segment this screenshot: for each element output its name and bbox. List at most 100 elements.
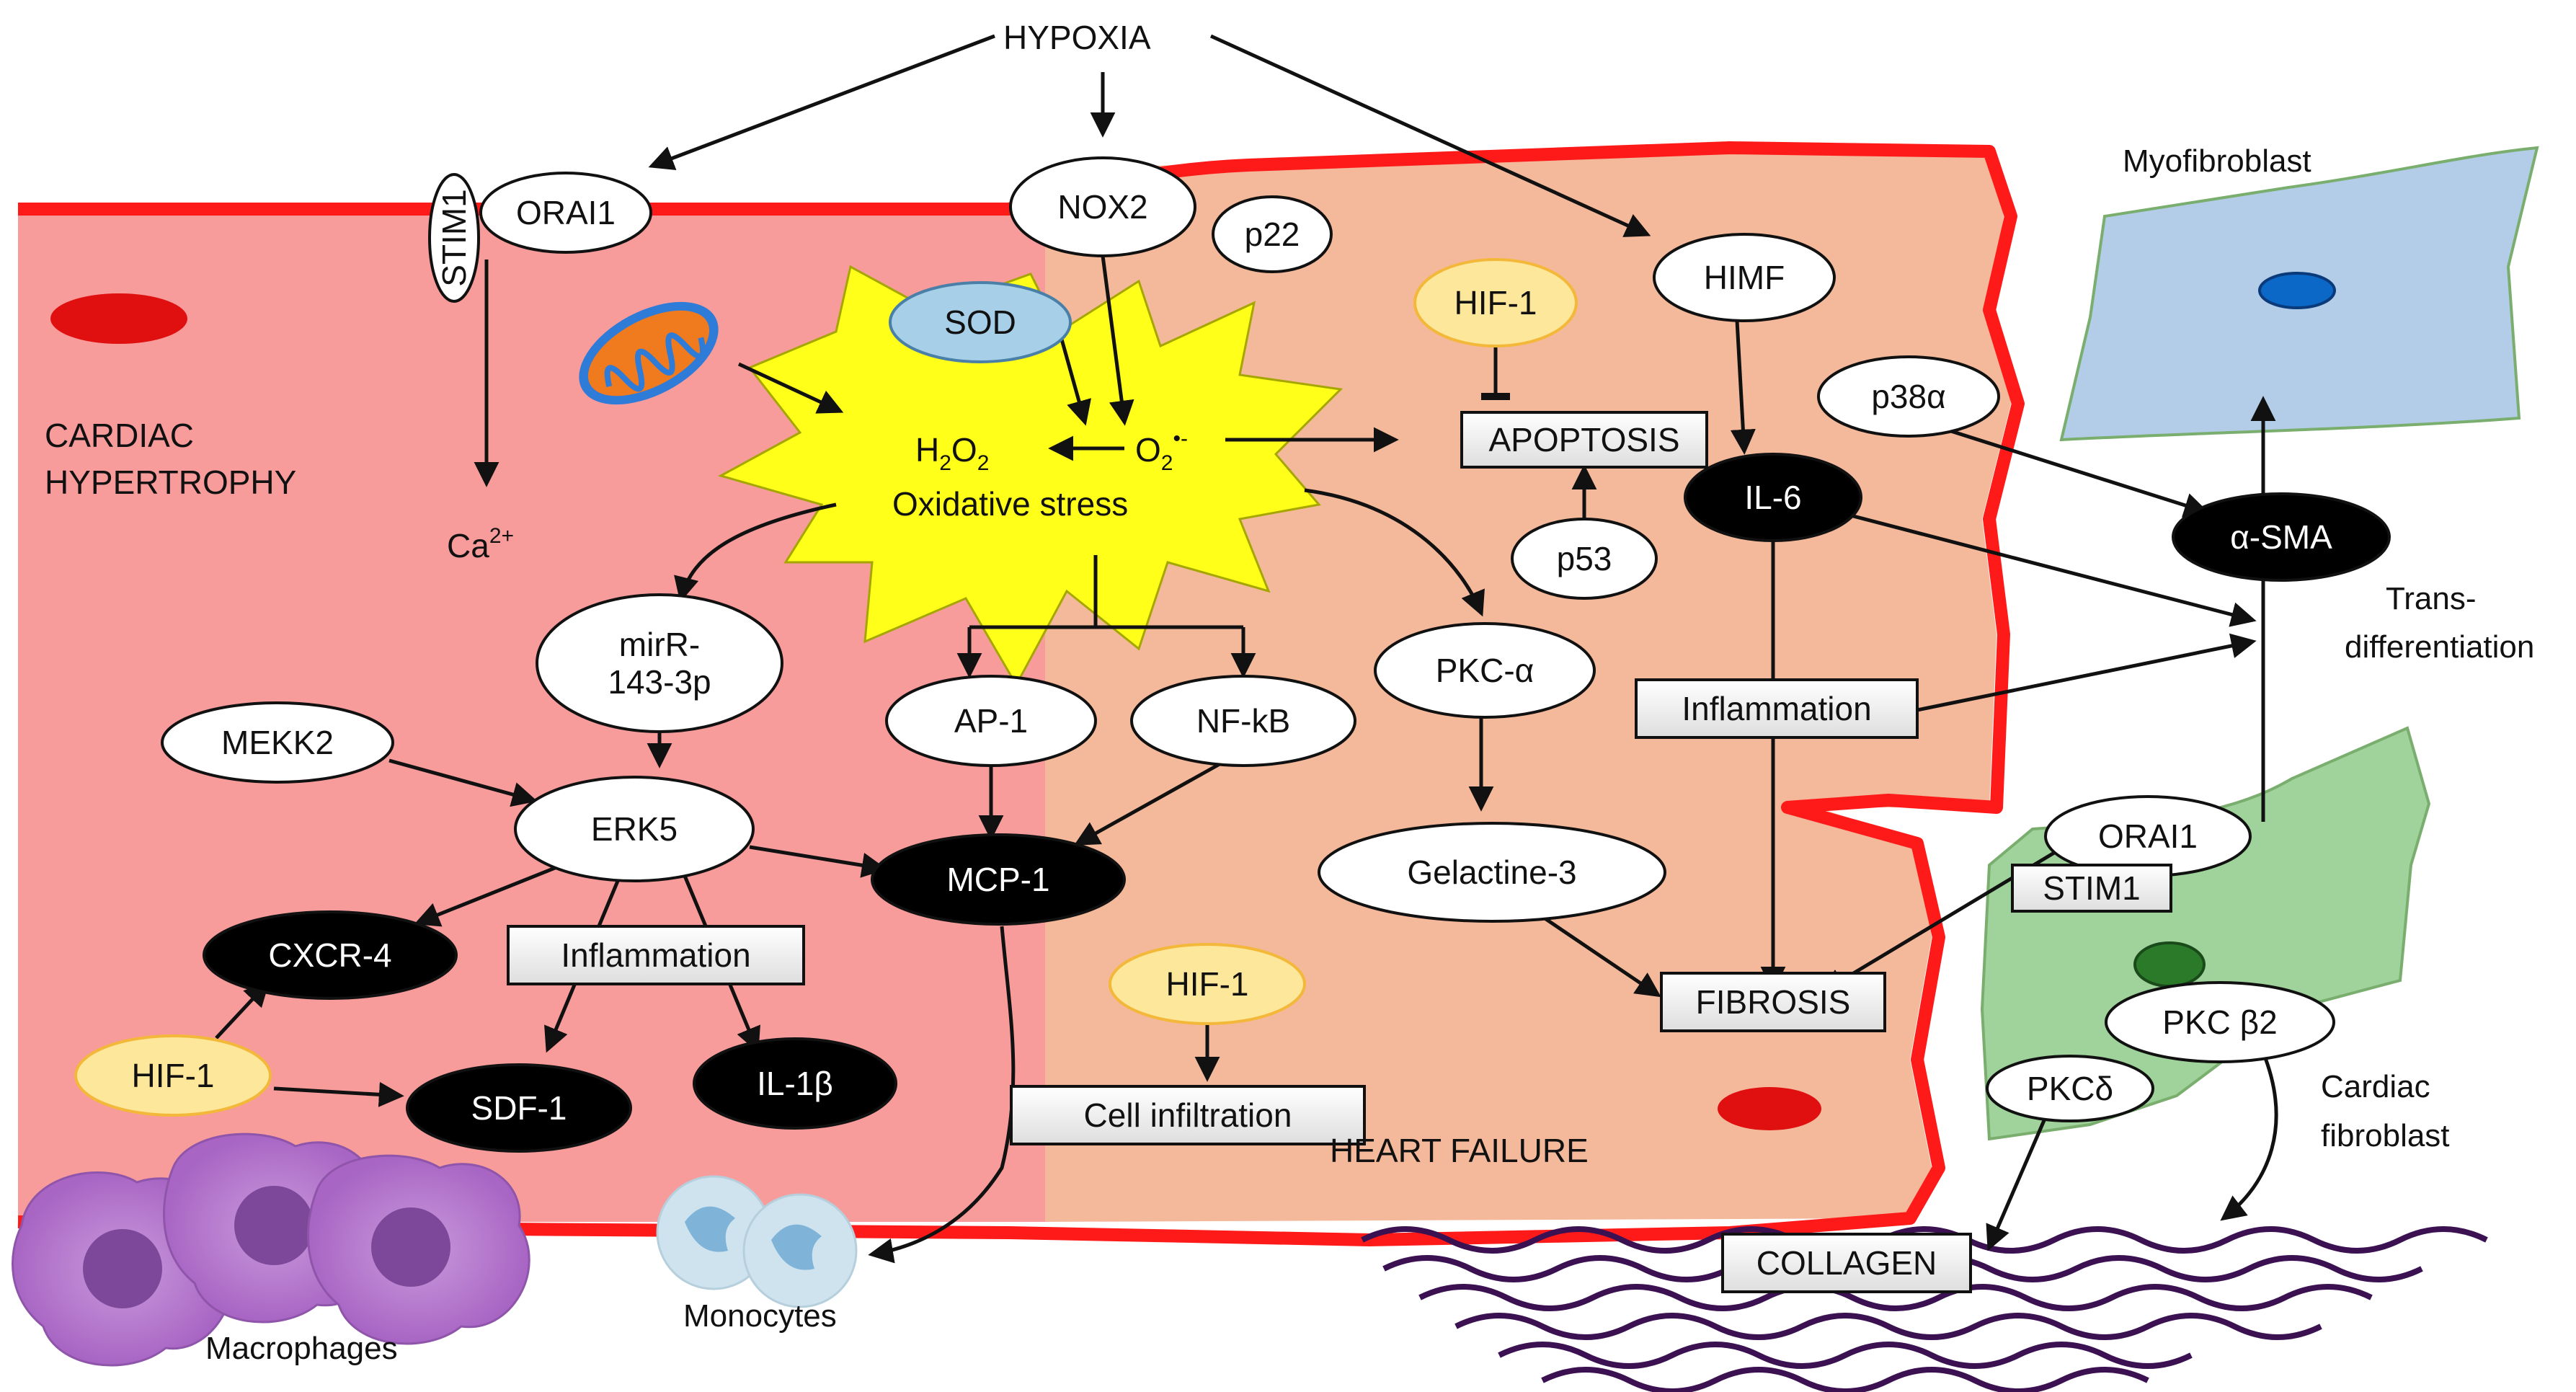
- node-il1b-label: IL-1β: [757, 1065, 833, 1102]
- node-sod: SOD: [889, 281, 1072, 363]
- node-himf-label: HIMF: [1704, 259, 1785, 296]
- svg-text:Ca2+: Ca2+: [447, 524, 514, 564]
- node-mekk2: MEKK2: [161, 701, 394, 784]
- node-orai1-left-label: ORAI1: [516, 194, 616, 231]
- node-cell-infiltration: Cell infiltration: [1010, 1085, 1366, 1145]
- arrow-nox2-superoxide: [1101, 255, 1134, 426]
- node-mcp1: MCP-1: [871, 833, 1126, 926]
- node-apoptosis: APOPTOSIS: [1460, 411, 1708, 469]
- node-sdf1: SDF-1: [406, 1063, 632, 1153]
- arrow-himf-il6: [1730, 320, 1756, 455]
- arrow-hif1-sdf1: [273, 1081, 404, 1107]
- myofibroblast-label: Myofibroblast: [2123, 143, 2311, 179]
- node-mirr-label-1: mirR-: [619, 626, 700, 663]
- node-stim1-left-text: STIM1: [435, 189, 473, 286]
- node-erk5-label: ERK5: [591, 810, 678, 848]
- arrow-p38a-asma: [1909, 416, 2210, 518]
- node-hif1-left-label: HIF-1: [132, 1057, 215, 1094]
- cardiac-fibroblast-label-2: fibroblast: [2321, 1118, 2450, 1153]
- arrow-hif1-cxcr4: [215, 980, 270, 1039]
- node-ap1: AP-1: [885, 675, 1097, 767]
- node-hif1-top-label: HIF-1: [1454, 284, 1537, 322]
- cardiac-hypertrophy-label-1: CARDIAC: [45, 417, 194, 454]
- trans-label-2: differentiation: [2345, 629, 2534, 665]
- node-erk5: ERK5: [514, 776, 755, 882]
- node-il1b: IL-1β: [693, 1037, 897, 1130]
- hypoxia-label: HYPOXIA: [1003, 19, 1151, 56]
- node-orai1-right: ORAI1: [2044, 795, 2252, 877]
- arrow-burst-mirr: [674, 502, 837, 603]
- arrow-pkcd-collagen: [1986, 1113, 2049, 1251]
- arrow-mito-burst: [737, 362, 844, 414]
- node-orai1-right-label: ORAI1: [2098, 817, 2198, 855]
- node-pkcd-label: PKCδ: [2027, 1070, 2113, 1107]
- arrow-erk5-cxcr4: [414, 863, 563, 927]
- svg-text:O2•-: O2•-: [1135, 427, 1188, 475]
- node-cxcr4-label: CXCR-4: [268, 936, 391, 974]
- arrow-mcp1-monocytes: [868, 926, 1016, 1264]
- monocytes-label: Monocytes: [683, 1298, 837, 1334]
- node-apoptosis-label: APOPTOSIS: [1488, 421, 1679, 458]
- arrow-inflammation-transdiff: [1917, 633, 2257, 712]
- node-cxcr4: CXCR-4: [203, 910, 458, 1000]
- node-nox2-label: NOX2: [1057, 188, 1147, 226]
- node-nfkb: NF-kB: [1130, 675, 1356, 767]
- red-blood-cell-left: [50, 293, 187, 344]
- calcium-label: Ca2+: [447, 524, 514, 564]
- arrow-il6-transdiff: [1808, 502, 2257, 627]
- node-hif1-mid: HIF-1: [1109, 943, 1306, 1025]
- collagen-fibers: [1361, 1226, 2488, 1392]
- myofibroblast-nucleus: [2258, 272, 2336, 309]
- red-blood-cell-right: [1718, 1087, 1821, 1130]
- heart-failure-label: HEART FAILURE: [1330, 1132, 1589, 1169]
- arrow-pkcb2-collagen: [2220, 1052, 2278, 1221]
- node-p38a: p38α: [1817, 355, 2000, 438]
- fibroblast-nucleus: [2133, 941, 2206, 988]
- macrophages-label: Macrophages: [205, 1331, 398, 1366]
- arrow-hypoxia-himf: [1209, 34, 1651, 237]
- node-hif1-mid-label: HIF-1: [1166, 965, 1249, 1003]
- node-il6: IL-6: [1684, 453, 1862, 542]
- cardiac-fibroblast-label-1: Cardiac: [2321, 1069, 2430, 1104]
- node-mirr: mirR-143-3p: [536, 593, 783, 733]
- node-fibrosis-label: FIBROSIS: [1696, 983, 1851, 1021]
- node-hif1-left: HIF-1: [74, 1034, 272, 1117]
- node-inflammation-right: Inflammation: [1635, 678, 1919, 739]
- node-stim1-left: [428, 173, 480, 303]
- node-inflammation-left-label: Inflammation: [561, 936, 750, 974]
- node-inflammation-right-label: Inflammation: [1682, 690, 1871, 727]
- node-pkcd: PKCδ: [1986, 1055, 2154, 1122]
- node-stim1-right: STIM1: [2011, 864, 2172, 913]
- node-collagen-label: COLLAGEN: [1756, 1244, 1937, 1282]
- node-p53: p53: [1511, 518, 1658, 600]
- node-asma: α-SMA: [2172, 492, 2391, 582]
- node-p22: p22: [1212, 195, 1333, 273]
- node-hif1-top: HIF-1: [1413, 258, 1578, 347]
- macrophages-cells: [12, 1132, 530, 1367]
- oxidative-stress-label: Oxidative stress: [892, 485, 1128, 523]
- monocytes-cells: [656, 1175, 858, 1308]
- arrow-erk5-mcp1: [749, 845, 887, 878]
- node-sod-label: SOD: [944, 303, 1016, 341]
- node-mcp1-label: MCP-1: [946, 861, 1049, 898]
- node-pkca-label: PKC-α: [1436, 652, 1535, 689]
- branch-ap1-nfkb: [969, 555, 1243, 629]
- arrow-nfkb-mcp1: [1073, 755, 1234, 846]
- node-stim1-right-label: STIM1: [2043, 869, 2140, 907]
- node-pkcb2: PKC β2: [2105, 981, 2335, 1063]
- node-mirr-label-2: 143-3p: [608, 663, 711, 701]
- node-himf: HIMF: [1653, 233, 1836, 322]
- svg-text:H2O2: H2O2: [915, 431, 989, 475]
- node-orai1-left: ORAI1: [479, 172, 652, 254]
- node-p53-label: p53: [1557, 540, 1612, 577]
- mitochondrion-icon: [579, 301, 719, 405]
- arrow-gelactine-fibrosis: [1534, 910, 1661, 998]
- cardiac-hypertrophy-label-2: HYPERTROPHY: [45, 464, 296, 501]
- node-cell-infiltration-label: Cell infiltration: [1084, 1096, 1292, 1134]
- arrow-mekk2-erk5: [388, 758, 538, 807]
- arrow-hypoxia-orai1: [648, 34, 995, 171]
- node-il6-label: IL-6: [1744, 479, 1801, 516]
- node-asma-label: α-SMA: [2230, 518, 2332, 556]
